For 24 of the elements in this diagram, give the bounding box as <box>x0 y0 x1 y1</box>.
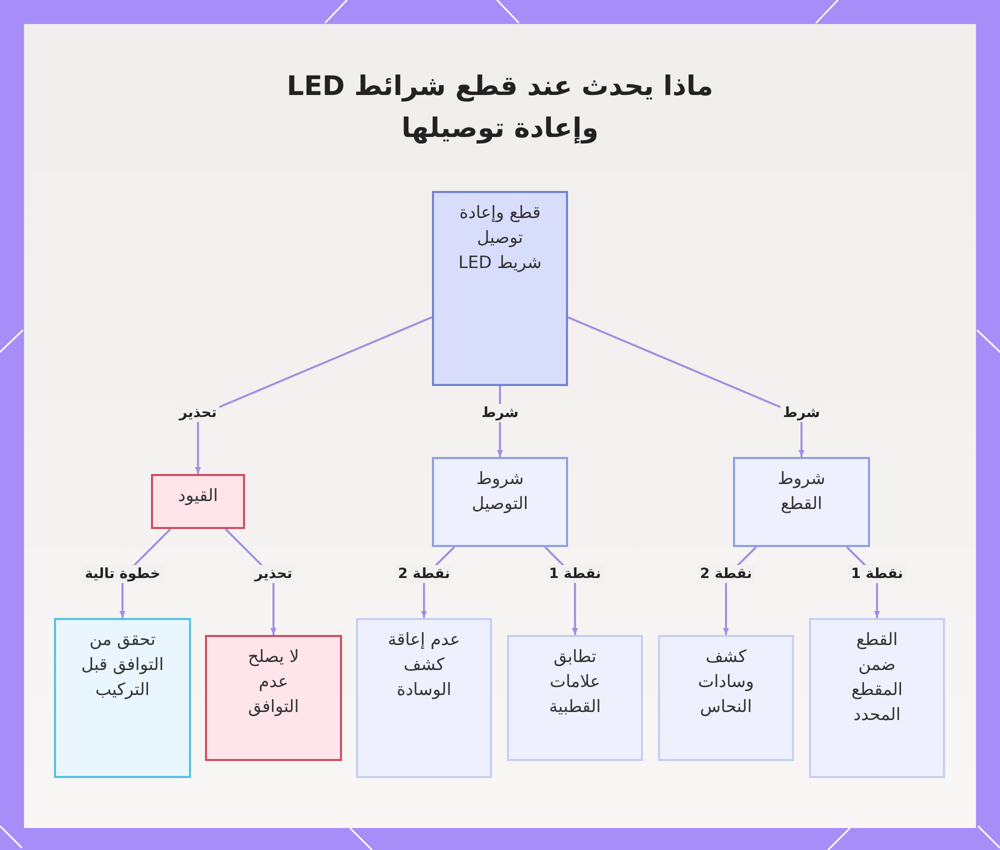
title: ماذا يحدث عند قطع شرائط LED وإعادة توصيلها <box>286 70 714 146</box>
process-box <box>507 635 643 761</box>
connector-arrow <box>195 316 432 474</box>
node-label: القيود <box>177 485 219 508</box>
warning-box <box>205 635 342 761</box>
process-box <box>733 457 870 547</box>
process-box <box>809 618 945 778</box>
connector-arrow <box>568 316 804 457</box>
node-label: شروط التوصيل <box>470 468 530 516</box>
node-label: القطع ضمن المقطع المحدد <box>850 629 904 727</box>
node-label: تحقق من التوافق قبل التركيب <box>80 629 165 702</box>
topic-box <box>432 191 568 386</box>
warning-box <box>151 474 245 529</box>
process-box <box>658 635 794 761</box>
info-box <box>54 618 191 778</box>
node-label: عدم إعاقة كشف الوسادة <box>386 629 462 702</box>
node-label: قطع وإعادة توصيل شريط LED <box>457 202 543 275</box>
node-label: كشف وسادات النحاس <box>697 646 755 719</box>
node-label: شروط القطع <box>776 468 826 516</box>
edge-label: تحذير <box>176 404 220 422</box>
process-box <box>356 618 492 778</box>
node-label: تطابق علامات القطبية <box>548 646 602 719</box>
node-label: لا يصلح عدم التوافق <box>246 646 300 719</box>
process-box <box>432 457 568 547</box>
